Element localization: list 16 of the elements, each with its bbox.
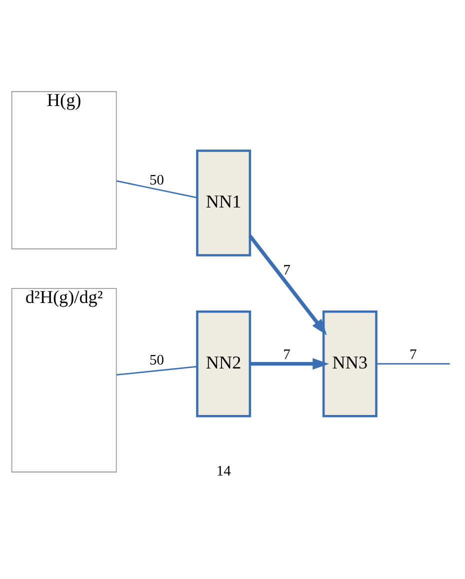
arrow <box>250 358 330 370</box>
arrow <box>248 234 327 335</box>
edge-label: 7 <box>283 346 290 363</box>
connector <box>116 365 198 376</box>
edge-label: 7 <box>409 346 417 363</box>
node-box: d²H(g)/dg² <box>11 287 117 472</box>
edge-label: 50 <box>150 352 164 368</box>
node-box: NN2 <box>196 310 252 417</box>
node-box: H(g) <box>11 90 117 249</box>
edge-label: 50 <box>150 172 164 188</box>
node-box: NN1 <box>196 149 252 256</box>
edge-label: 7 <box>283 262 290 278</box>
node-box: NN3 <box>322 310 378 417</box>
label: 14 <box>216 462 231 479</box>
connector <box>116 180 198 198</box>
connector <box>376 362 450 364</box>
